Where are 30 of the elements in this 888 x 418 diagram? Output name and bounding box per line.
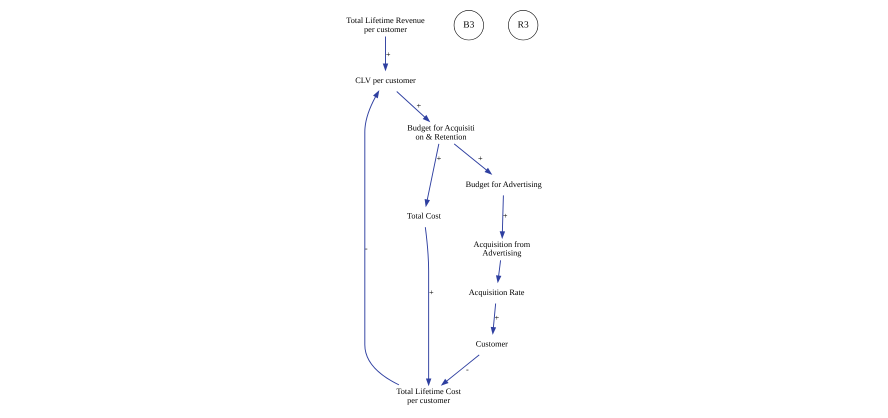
arrow (496, 260, 502, 284)
edge-label: + (386, 50, 390, 60)
label: B3 (463, 20, 474, 30)
arrow (490, 303, 496, 335)
node-text: Acquisition Rate (468, 288, 524, 297)
label: R3 (518, 20, 529, 30)
node-text: Total Cost (406, 212, 441, 221)
arrow (382, 36, 388, 72)
node-text: Budget for Advertising (466, 180, 542, 189)
edge-label: - (466, 365, 469, 374)
arrow (424, 143, 440, 208)
edge-label: + (478, 154, 483, 164)
edge-label: + (494, 314, 500, 323)
arrow (454, 143, 492, 175)
arrow (424, 226, 432, 386)
arrow (364, 90, 400, 386)
edge-label: + (428, 288, 434, 297)
node-text: Total Lifetime Cost per customer (396, 386, 461, 405)
arrow (500, 194, 506, 240)
node-text: Customer (476, 339, 508, 348)
node-text: Total Lifetime Revenue per customer (346, 16, 425, 34)
node-text: Budget for Acquisiti on & Retention (407, 123, 475, 142)
arrow (396, 91, 430, 122)
node-text: CLV per customer (355, 76, 416, 85)
edge-label: + (502, 212, 508, 221)
edge-label: + (436, 154, 442, 164)
edge-label: + (416, 102, 422, 111)
edge-label: - (364, 244, 368, 254)
node-text: Acquisition from Advertising (474, 240, 530, 258)
arrow (440, 354, 480, 386)
